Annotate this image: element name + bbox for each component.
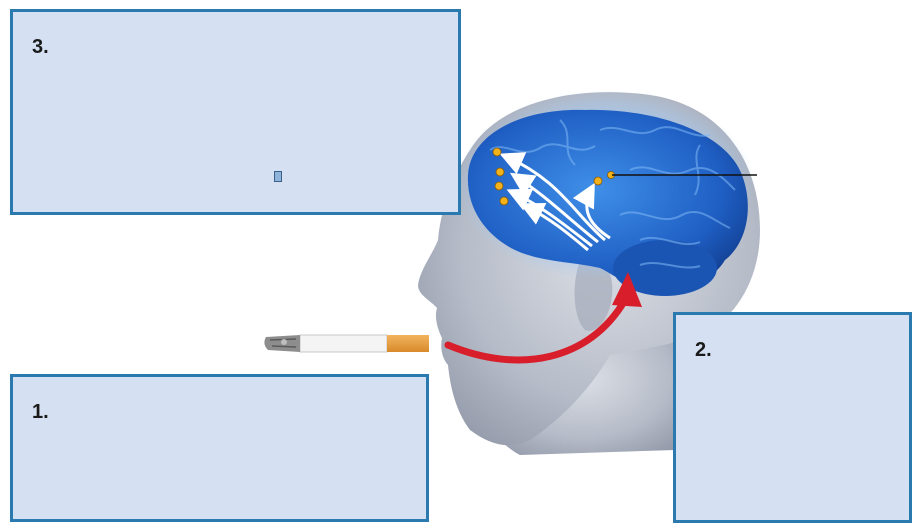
receptor-dot (594, 177, 602, 185)
small-marker-icon (274, 171, 282, 182)
cigarette-filter (387, 335, 429, 352)
receptor-dot (500, 197, 508, 205)
receptor-dot (496, 168, 504, 176)
label-box-3-number: 3. (32, 36, 49, 59)
label-box-2-number: 2. (695, 339, 712, 362)
label-box-1-number: 1. (32, 401, 49, 424)
label-box-3[interactable]: 3. (10, 9, 461, 215)
receptor-dot (493, 148, 501, 156)
receptor-dot (495, 182, 503, 190)
cigarette-paper (300, 335, 387, 352)
label-box-1[interactable]: 1. (10, 374, 429, 522)
label-box-2[interactable]: 2. (673, 312, 912, 523)
cigarette (264, 335, 429, 352)
